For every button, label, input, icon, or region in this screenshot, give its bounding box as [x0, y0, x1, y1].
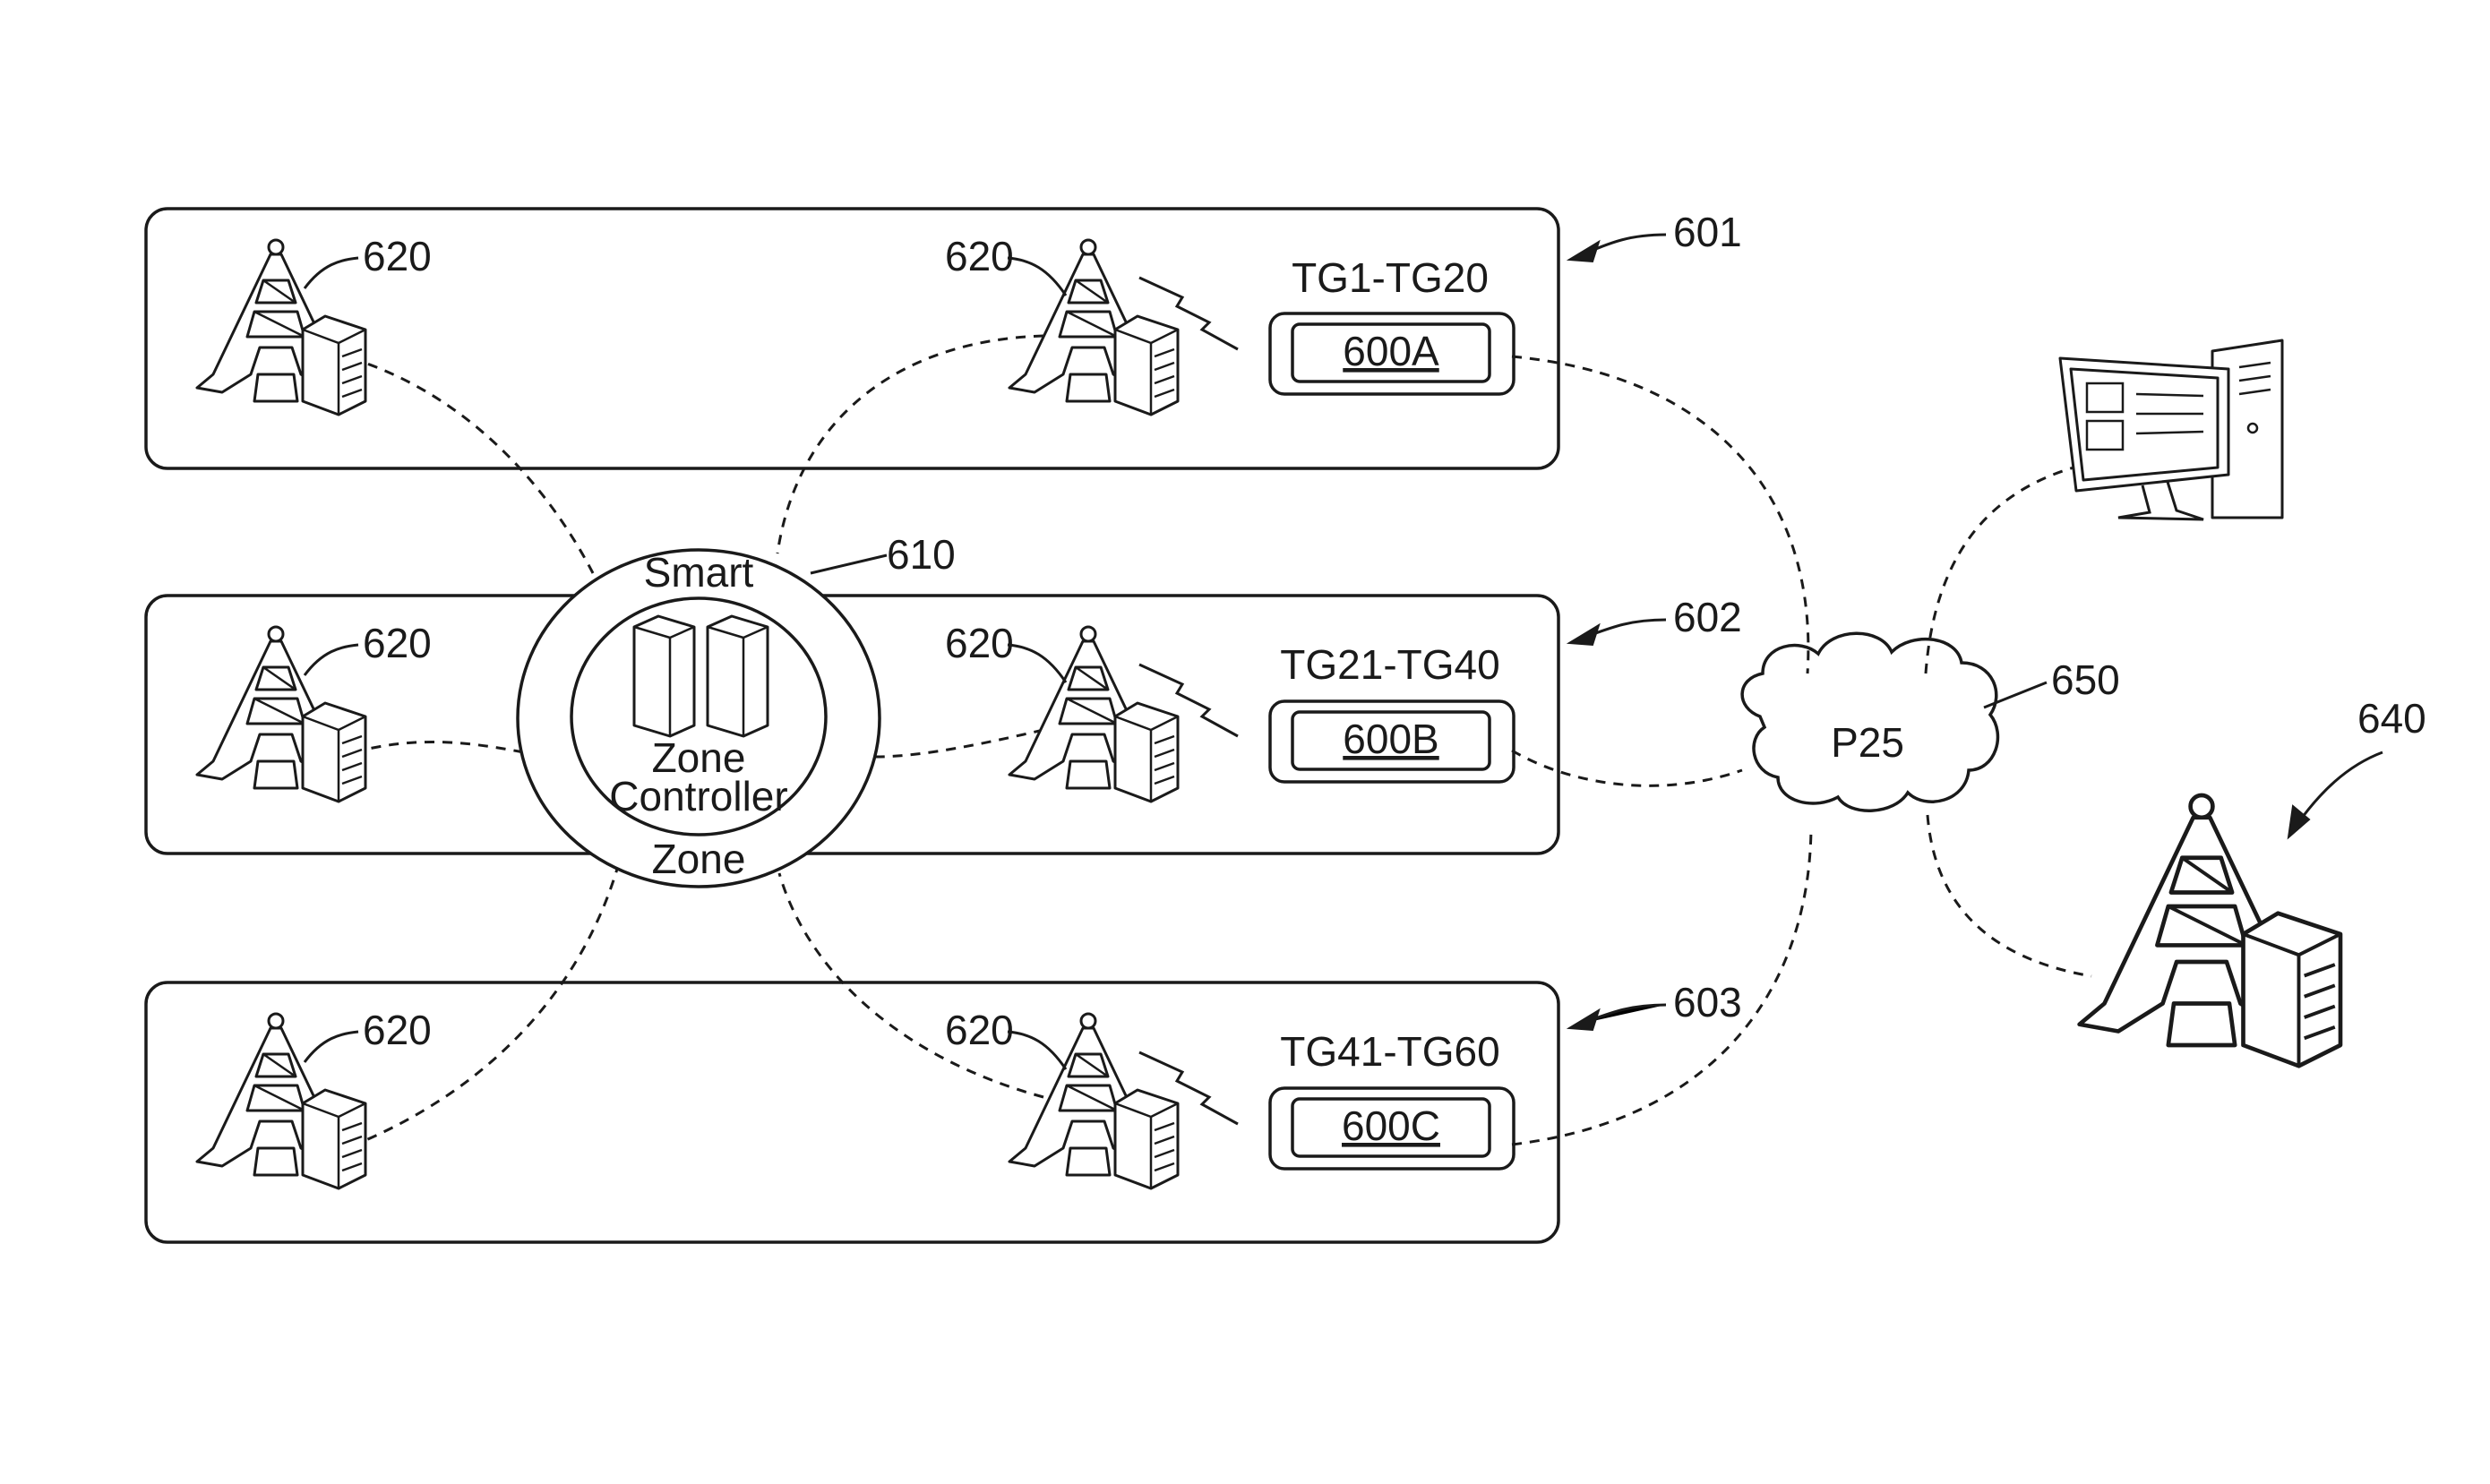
link-site4-controller — [876, 730, 1043, 757]
arrow-640 — [2288, 752, 2383, 837]
controller-label-mid-2: Controller — [609, 773, 787, 819]
controller-ref-label: 610 — [887, 531, 956, 578]
link-600B-p25 — [1512, 751, 1742, 785]
talkgroup-range-label: TG21-TG40 — [1280, 641, 1499, 688]
leader-620 — [305, 258, 358, 288]
site-ref-label: 620 — [945, 1007, 1014, 1053]
link-site2-controller — [777, 336, 1043, 553]
network-label: P25 — [1831, 719, 1904, 766]
radio-id-label: 600A — [1343, 328, 1439, 374]
leader-620 — [305, 1032, 358, 1062]
remote-site-ref-label: 640 — [2357, 695, 2426, 742]
site-ref-label: 620 — [945, 620, 1014, 666]
leader-620 — [1008, 1032, 1066, 1069]
tower-with-server-icon — [2080, 795, 2340, 1066]
leader-620 — [1008, 645, 1066, 682]
radio-id-label: 600B — [1343, 716, 1438, 762]
site-ref-label: 620 — [945, 233, 1014, 279]
leader-610 — [811, 555, 887, 573]
arrow-603 — [1569, 1005, 1666, 1030]
talkgroup-range-label: TG41-TG60 — [1280, 1028, 1499, 1075]
link-site1-controller — [351, 358, 593, 573]
zone-ref-label: 603 — [1673, 979, 1742, 1025]
network-ref-label: 650 — [2051, 656, 2120, 703]
talkgroup-range-label: TG1-TG20 — [1292, 254, 1489, 301]
controller-label-top: Smart — [644, 549, 754, 596]
computer-workstation-icon — [2060, 340, 2282, 519]
tower-with-server-icon — [197, 627, 365, 802]
zone-ref-label: 602 — [1673, 594, 1742, 640]
link-p25-site640 — [1928, 815, 2091, 976]
arrow-601 — [1569, 235, 1666, 262]
link-site3-controller — [354, 742, 524, 752]
tower-with-server-icon — [197, 240, 365, 415]
site-ref-label: 620 — [363, 233, 432, 279]
link-600C-p25 — [1512, 828, 1811, 1145]
radio-id-label: 600C — [1342, 1102, 1440, 1149]
link-site6-controller — [779, 873, 1043, 1097]
leader-620 — [305, 645, 358, 675]
link-site5-controller — [351, 860, 620, 1146]
link-p25-workstation — [1926, 464, 2087, 673]
leader-620 — [1008, 258, 1066, 296]
zone-ref-label: 601 — [1673, 209, 1742, 255]
tower-with-server-icon — [197, 1014, 365, 1188]
arrow-602 — [1569, 620, 1666, 645]
link-600A-p25 — [1512, 356, 1808, 673]
site-ref-label: 620 — [363, 620, 432, 666]
leader-650 — [1984, 682, 2047, 708]
site-ref-label: 620 — [363, 1007, 432, 1053]
controller-label-bottom: Zone — [652, 836, 746, 882]
